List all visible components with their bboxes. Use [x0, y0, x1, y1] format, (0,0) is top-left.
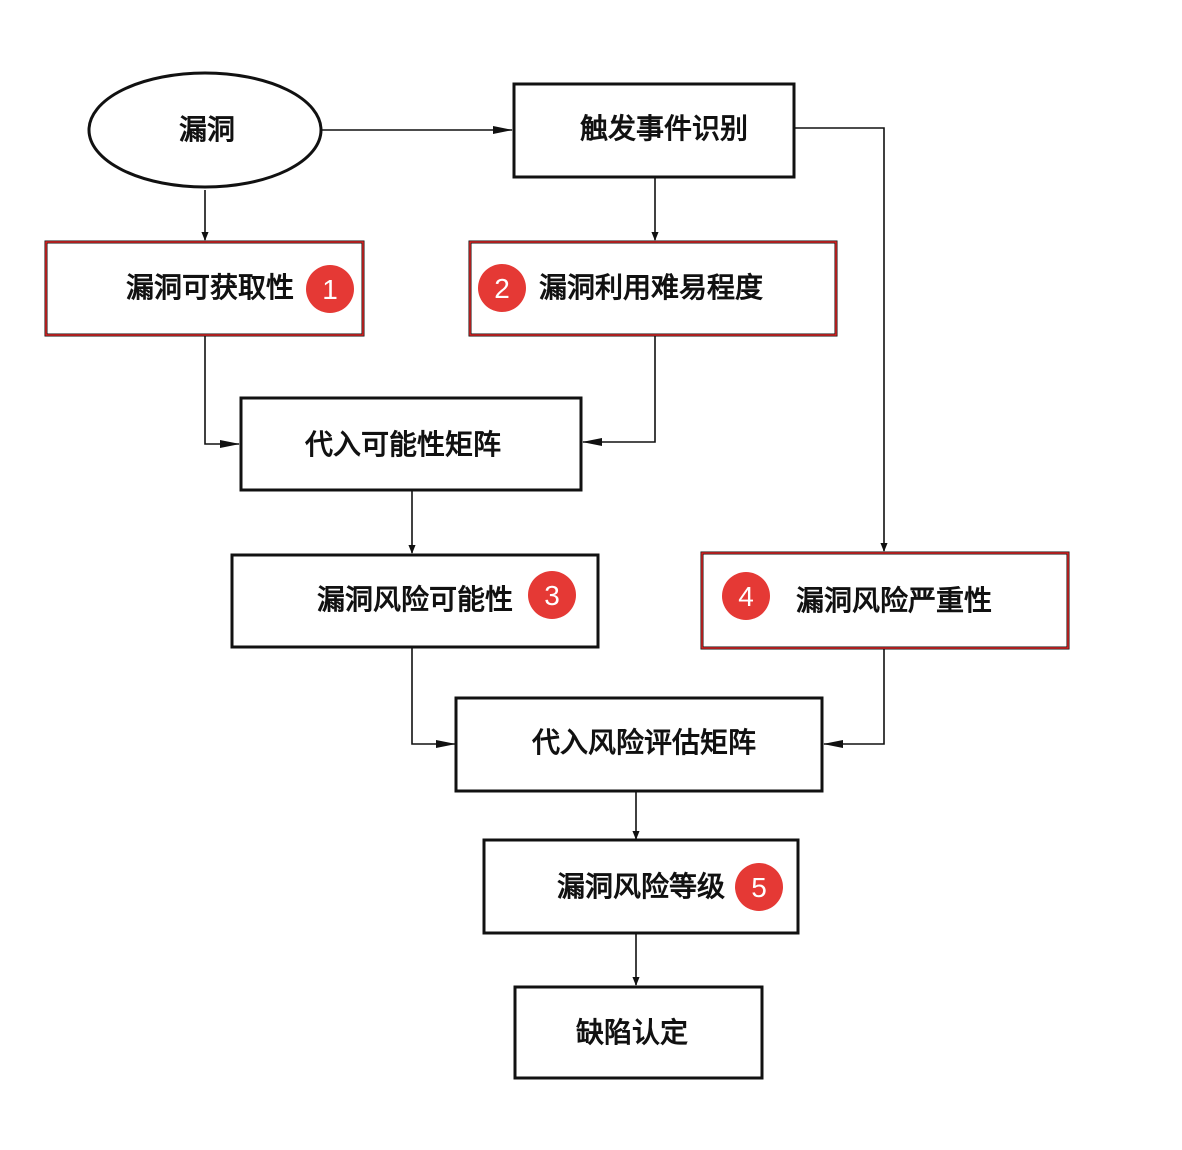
node-trigger-label: 触发事件识别 [580, 112, 748, 145]
arrow-severity-to-risk-matrix [823, 649, 885, 748]
badge-2 [478, 264, 526, 312]
connectors [201, 126, 888, 986]
badge-4 [722, 572, 770, 620]
node-risk-matrix-label: 代入风险评估矩阵 [531, 726, 756, 759]
badge-5 [735, 863, 783, 911]
node-accessibility-label: 漏洞可获取性 [126, 271, 294, 304]
arrow-exploit-to-likelihood-matrix [582, 336, 656, 446]
node-risk-level-label: 漏洞风险等级 [557, 870, 725, 903]
badge-3-number: 3 [544, 580, 560, 611]
node-likelihood-matrix-box [239, 396, 583, 492]
node-accessibility-highlight [45, 241, 364, 336]
node-vuln: 漏洞 [87, 71, 323, 189]
node-trigger: 触发事件识别 [512, 82, 796, 179]
node-risk-severity-label: 漏洞风险严重性 [796, 584, 992, 617]
badge-5-number: 5 [751, 872, 767, 903]
node-defect-label: 缺陷认定 [576, 1016, 688, 1049]
node-exploit-difficulty-highlight [469, 241, 837, 336]
badge-1 [306, 265, 354, 313]
node-likelihood-matrix-label: 代入可能性矩阵 [304, 428, 501, 461]
node-exploit-difficulty-label: 漏洞利用难易程度 [539, 271, 763, 304]
node-exploit-difficulty: 2 漏洞利用难易程度 [468, 240, 838, 337]
badge-4-number: 4 [738, 581, 754, 612]
node-risk-matrix: 代入风险评估矩阵 [454, 696, 824, 793]
node-vuln-label: 漏洞 [179, 113, 235, 146]
node-risk-severity: 4 漏洞风险严重性 [700, 551, 1070, 650]
node-trigger-box [512, 82, 796, 179]
node-accessibility: 漏洞可获取性 1 [44, 240, 365, 337]
arrow-risk-likelihood-to-risk-matrix [411, 648, 456, 748]
arrow-accessibility-to-likelihood-matrix [204, 336, 240, 448]
node-risk-likelihood: 漏洞风险可能性 3 [230, 553, 600, 649]
arrow-trigger-to-severity [795, 127, 888, 552]
node-risk-likelihood-label: 漏洞风险可能性 [317, 583, 513, 616]
node-risk-matrix-box [454, 696, 824, 793]
badge-3 [528, 571, 576, 619]
node-defect-box [513, 985, 764, 1080]
badge-1-number: 1 [322, 274, 338, 305]
node-vuln-shape [87, 71, 323, 189]
badge-2-number: 2 [494, 273, 510, 304]
node-risk-level: 漏洞风险等级 5 [482, 838, 800, 935]
node-risk-severity-highlight [701, 552, 1069, 649]
node-likelihood-matrix: 代入可能性矩阵 [239, 396, 583, 492]
node-defect: 缺陷认定 [513, 985, 764, 1080]
